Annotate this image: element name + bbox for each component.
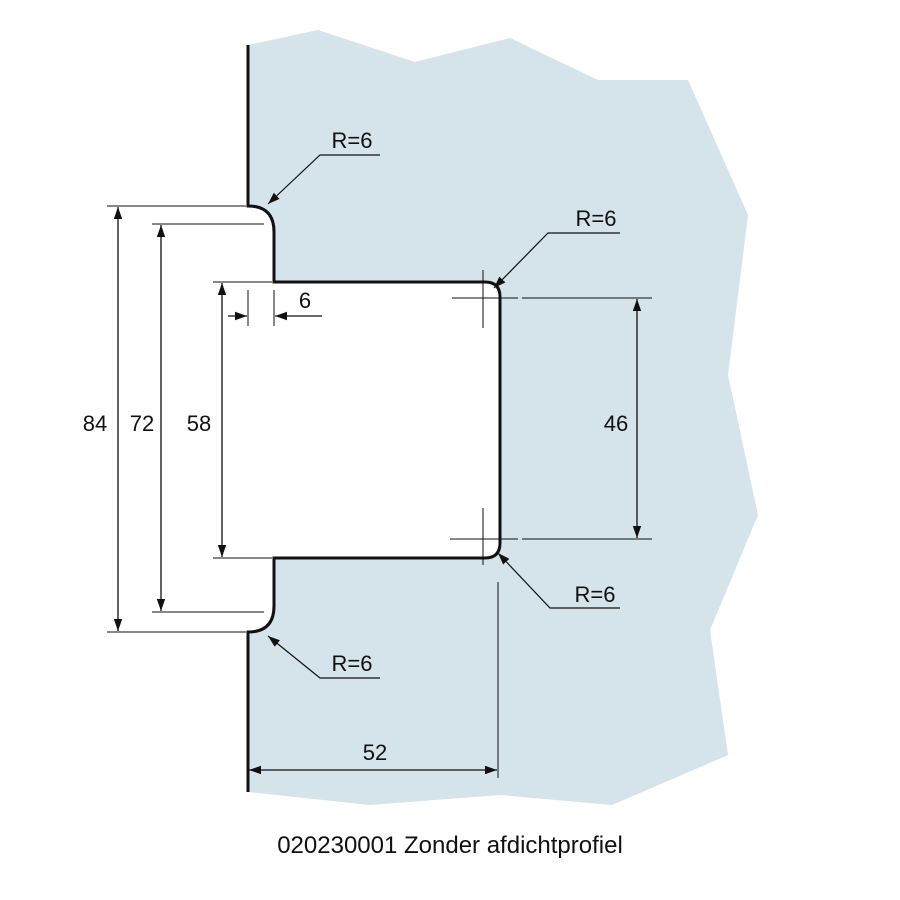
leader-radius-bottom-right <box>497 552 620 609</box>
leader-radius-top-left <box>267 154 380 205</box>
drawing-caption: 020230001 Zonder afdichtprofiel <box>277 832 623 859</box>
dim-label-52: 52 <box>363 740 387 765</box>
leader-radius-bottom-left <box>267 635 380 679</box>
radius-label-top-left: R=6 <box>332 128 373 153</box>
radius-label-bottom-right: R=6 <box>575 582 616 607</box>
leader-radius-top-right <box>493 232 620 289</box>
dim-label-58: 58 <box>187 411 211 436</box>
dim-label-46: 46 <box>604 411 628 436</box>
radius-leaders <box>267 154 620 679</box>
glass-panel <box>248 30 758 805</box>
dim-label-84: 84 <box>83 411 107 436</box>
extension-lines <box>107 205 652 790</box>
dimension-lines <box>113 207 642 775</box>
radius-label-top-right: R=6 <box>576 206 617 231</box>
center-marks <box>450 270 518 565</box>
radius-label-bottom-left: R=6 <box>332 651 373 676</box>
profile-outline <box>246 45 502 792</box>
dim-label-6: 6 <box>299 288 311 313</box>
dim-label-72: 72 <box>130 411 154 436</box>
